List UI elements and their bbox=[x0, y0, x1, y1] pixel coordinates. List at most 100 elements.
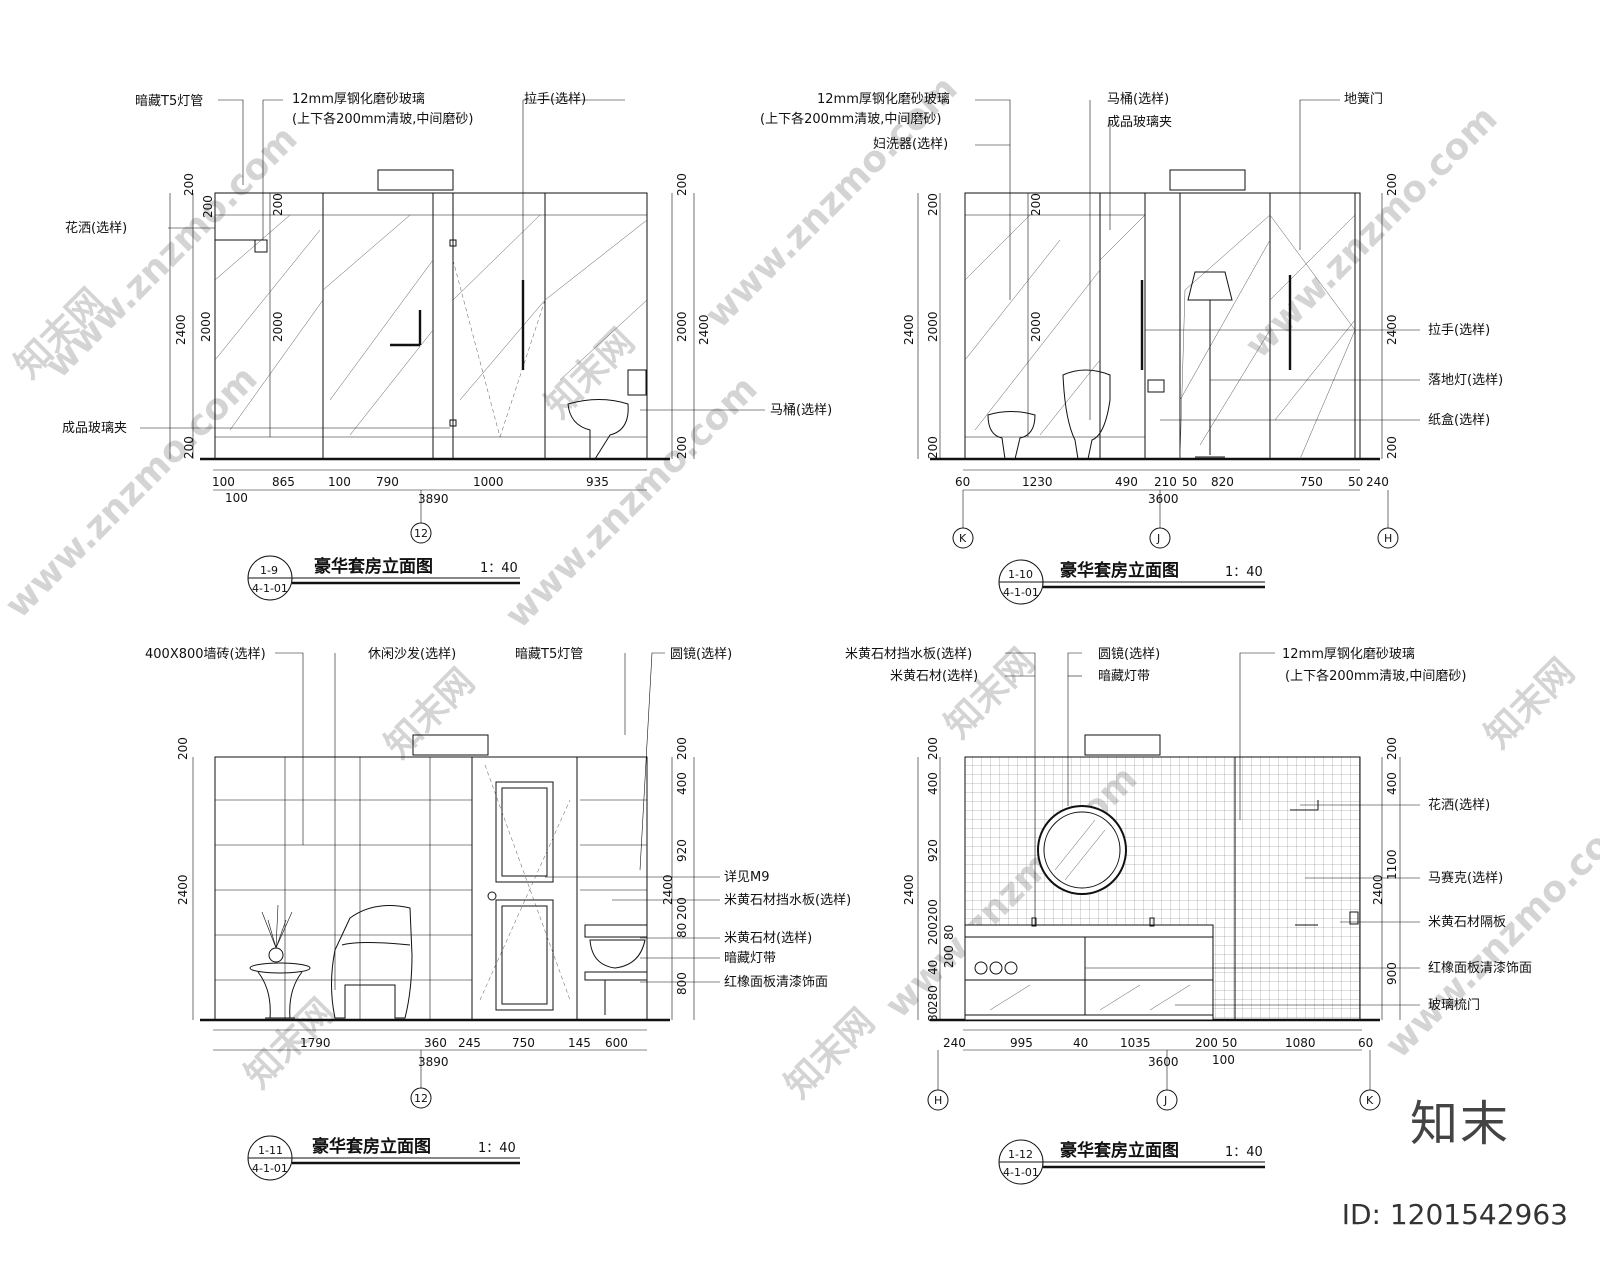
label-shower: 花洒(选样) bbox=[1428, 797, 1490, 813]
grid-axis-label: K bbox=[1366, 1094, 1374, 1107]
dims-right: 200 2000 200 2400 bbox=[675, 173, 711, 459]
drawing-title-1-11: 1-11 4-1-01 豪华套房立面图 1：40 bbox=[247, 1135, 520, 1181]
dim-right: 200 bbox=[675, 737, 689, 760]
dim-bottom: 245 bbox=[458, 1036, 481, 1050]
dim-bottom2: 3600 bbox=[1148, 1055, 1179, 1069]
grid-axes: K J H bbox=[952, 490, 1399, 549]
dim-bottom: 1000 bbox=[473, 475, 504, 489]
dim-right: 200 bbox=[1385, 737, 1399, 760]
ref-number: 1-11 bbox=[258, 1144, 283, 1157]
label-t5-light: 暗藏T5灯管 bbox=[135, 94, 203, 109]
dims-left: 200 2400 bbox=[176, 737, 190, 905]
label-wall-tile: 400X800墙砖(选样) bbox=[145, 647, 266, 662]
dim-left: 200 bbox=[182, 173, 196, 196]
label-beige-stone: 米黄石材(选样) bbox=[890, 669, 978, 684]
dim-right: 2400 bbox=[661, 874, 675, 905]
dim-bottom2: 3890 bbox=[418, 492, 449, 506]
dim-bottom: 1035 bbox=[1120, 1036, 1151, 1050]
dim-right: 2400 bbox=[1385, 314, 1399, 345]
dim-left: 2000 bbox=[926, 311, 940, 342]
dim-bottom: 145 bbox=[568, 1036, 591, 1050]
dim-left: 920 bbox=[926, 839, 940, 862]
ref-number: 1-10 bbox=[1008, 568, 1033, 581]
dim-left: 200 bbox=[926, 193, 940, 216]
drawing-title-1-10: 1-10 4-1-01 豪华套房立面图 1：40 bbox=[998, 559, 1265, 605]
grid-axis-label: J bbox=[1163, 1094, 1167, 1107]
watermark-url: www.znzmo.com bbox=[1377, 798, 1600, 1066]
grid-axis-label: K bbox=[959, 532, 967, 545]
dim-left: 200 bbox=[926, 899, 940, 922]
dim-left: 200 bbox=[201, 195, 215, 218]
drawing-scale: 1：40 bbox=[480, 561, 518, 576]
dim-bottom: 100 bbox=[328, 475, 351, 489]
label-hidden-light-strip: 暗藏灯带 bbox=[724, 951, 776, 966]
dim-bottom: 60 bbox=[955, 475, 970, 489]
label-hidden-light-strip: 暗藏灯带 bbox=[1098, 669, 1150, 684]
watermark-brand: 知末网 bbox=[777, 1001, 882, 1106]
ref-sheet: 4-1-01 bbox=[252, 1162, 288, 1175]
dims-right: 200 400 920 200 80 800 2400 bbox=[661, 737, 689, 995]
dim-left: 400 bbox=[926, 772, 940, 795]
grid-axis-label: H bbox=[1384, 532, 1392, 545]
ref-sheet: 4-1-01 bbox=[252, 582, 288, 595]
dim-bottom: 1080 bbox=[1285, 1036, 1316, 1050]
dim-bottom: 240 bbox=[1366, 475, 1389, 489]
brand-logo: 知末 bbox=[1409, 1096, 1510, 1152]
ref-sheet: 4-1-01 bbox=[1003, 1166, 1039, 1179]
dim-bottom2: 100 bbox=[225, 491, 248, 505]
dim-left: 40 bbox=[926, 960, 940, 975]
dim-bottom: 600 bbox=[605, 1036, 628, 1050]
label-frosted-glass: 12mm厚钢化磨砂玻璃 bbox=[817, 92, 950, 107]
label-stone-splash-board: 米黄石材挡水板(选样) bbox=[724, 893, 851, 908]
dim-bottom: 1230 bbox=[1022, 475, 1053, 489]
dim-inner: 2000 bbox=[271, 311, 285, 342]
elevation-panel-1-10: 12mm厚钢化磨砂玻璃 (上下各200mm清玻,中间磨砂) 妇洗器(选样) 马桶… bbox=[760, 91, 1503, 605]
dim-right: 200 bbox=[1385, 173, 1399, 196]
label-round-mirror: 圆镜(选样) bbox=[670, 647, 732, 662]
label-stone-partition: 米黄石材隔板 bbox=[1428, 915, 1506, 930]
dim-inner: 200 bbox=[271, 193, 285, 216]
dim-right: 200 bbox=[1385, 436, 1399, 459]
dim-bottom: 360 bbox=[424, 1036, 447, 1050]
watermark-brand: 知末网 bbox=[1477, 651, 1582, 756]
dim-left: 200 bbox=[926, 737, 940, 760]
drawing-title-1-9: 1-9 4-1-01 豪华套房立面图 1：40 bbox=[247, 555, 520, 601]
label-toilet: 马桶(选样) bbox=[770, 403, 832, 418]
label-handle: 拉手(选样) bbox=[524, 92, 586, 107]
dim-left: 2400 bbox=[902, 874, 916, 905]
image-id: ID: 1201542963 bbox=[1341, 1198, 1568, 1231]
label-glass-clip: 成品玻璃夹 bbox=[62, 421, 127, 436]
dims-left: 200 2000 200 2400 200 2000 bbox=[902, 193, 1043, 459]
label-frosted-glass-note: (上下各200mm清玻,中间磨砂) bbox=[760, 111, 941, 127]
label-frosted-glass-note: (上下各200mm清玻,中间磨砂) bbox=[1285, 668, 1466, 684]
dim-left: 280 bbox=[926, 985, 940, 1008]
dim-bottom: 820 bbox=[1211, 475, 1234, 489]
drawing-title: 豪华套房立面图 bbox=[1060, 560, 1179, 581]
drawing-title: 豪华套房立面图 bbox=[312, 1136, 431, 1157]
dim-right: 2000 bbox=[675, 311, 689, 342]
dim-left: 80 bbox=[942, 925, 956, 940]
ref-sheet: 4-1-01 bbox=[1003, 586, 1039, 599]
dim-right: 200 bbox=[675, 897, 689, 920]
dim-inner: 200 bbox=[1029, 193, 1043, 216]
label-frosted-glass: 12mm厚钢化磨砂玻璃 bbox=[1282, 647, 1415, 662]
grid-axis-label: J bbox=[1156, 532, 1160, 545]
dim-right: 200 bbox=[675, 173, 689, 196]
elevation-panel-1-12: 米黄石材挡水板(选样) 米黄石材(选样) 圆镜(选样) 暗藏灯带 12mm厚钢化… bbox=[845, 647, 1532, 1185]
dim-left: 2000 bbox=[199, 311, 213, 342]
dim-right: 80 bbox=[675, 923, 689, 938]
drawing-scale: 1：40 bbox=[1225, 1145, 1263, 1160]
label-bidet: 妇洗器(选样) bbox=[873, 136, 948, 152]
label-frosted-glass: 12mm厚钢化磨砂玻璃 bbox=[292, 92, 425, 107]
label-toilet: 马桶(选样) bbox=[1107, 92, 1169, 107]
dim-bottom: 210 bbox=[1154, 475, 1177, 489]
drawing-title-1-12: 1-12 4-1-01 豪华套房立面图 1：40 bbox=[998, 1139, 1265, 1185]
watermark-brand: 知末网 bbox=[537, 321, 642, 426]
elevation-panel-1-11: 400X800墙砖(选样) 休闲沙发(选样) 暗藏T5灯管 圆镜(选样) 详见M… bbox=[145, 646, 851, 1181]
dim-right: 2400 bbox=[697, 314, 711, 345]
label-handle: 拉手(选样) bbox=[1428, 323, 1490, 338]
dim-bottom: 240 bbox=[943, 1036, 966, 1050]
label-beige-stone: 米黄石材(选样) bbox=[724, 931, 812, 946]
dim-right: 920 bbox=[675, 839, 689, 862]
dim-left: 200 bbox=[942, 945, 956, 968]
